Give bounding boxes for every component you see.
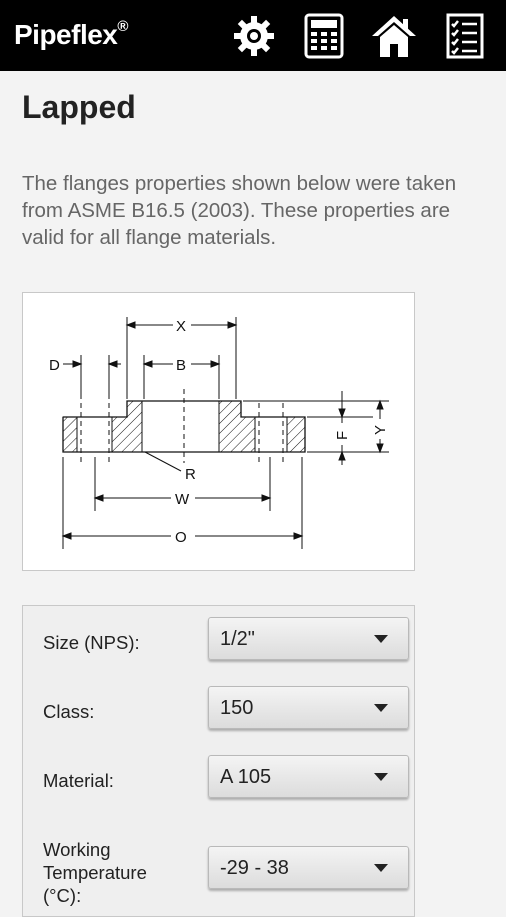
dim-label-x: X xyxy=(176,318,186,335)
size-value: 1/2" xyxy=(220,628,255,650)
temperature-label: Working Temperature (°C): xyxy=(43,838,147,907)
size-label: Size (NPS): xyxy=(43,632,140,653)
hatch-right-inner xyxy=(218,400,256,453)
flange-properties-form: Size (NPS): 1/2" Class: 150 Material: A … xyxy=(22,605,415,917)
chevron-down-icon xyxy=(374,864,388,872)
size-select[interactable]: 1/2" xyxy=(208,617,409,660)
gear-icon[interactable] xyxy=(230,12,278,60)
dim-label-o: O xyxy=(175,529,187,546)
temperature-label-line3: (°C): xyxy=(43,885,82,906)
flange-diagram: X B D R W O F Y xyxy=(22,292,415,571)
temperature-select[interactable]: -29 - 38 xyxy=(208,846,409,889)
material-label: Material: xyxy=(43,770,114,791)
dim-label-f: F xyxy=(334,431,351,440)
material-value: A 105 xyxy=(220,766,272,788)
home-icon[interactable] xyxy=(370,12,418,60)
app-brand: Pipeflex® xyxy=(14,17,128,51)
flange-drawing: X B D R W O F Y xyxy=(49,317,389,549)
class-select[interactable]: 150 xyxy=(208,686,409,729)
chevron-down-icon xyxy=(374,704,388,712)
material-select[interactable]: A 105 xyxy=(208,755,409,798)
hatch-right-outer xyxy=(286,416,306,453)
temperature-value: -29 - 38 xyxy=(220,857,289,879)
hatch-left-outer xyxy=(62,416,78,453)
intro-text: The flanges properties shown below were … xyxy=(22,172,457,249)
dim-label-r: R xyxy=(185,466,196,483)
dim-label-b: B xyxy=(176,357,186,374)
temperature-label-line1: Working xyxy=(43,839,111,860)
hatch-left-inner xyxy=(111,400,143,453)
dim-label-w: W xyxy=(175,491,190,508)
brand-registered-mark: ® xyxy=(117,17,128,35)
dim-label-y: Y xyxy=(372,425,389,435)
calculator-icon[interactable] xyxy=(300,12,348,60)
app-toolbar: Pipeflex® xyxy=(0,0,506,71)
page-title: Lapped xyxy=(22,89,136,125)
chevron-down-icon xyxy=(374,635,388,643)
temperature-label-line2: Temperature xyxy=(43,862,147,883)
class-value: 150 xyxy=(220,697,254,719)
content-area[interactable]: Lapped The flanges properties shown belo… xyxy=(0,71,506,917)
checklist-icon[interactable] xyxy=(441,12,489,60)
chevron-down-icon xyxy=(374,773,388,781)
dim-label-d: D xyxy=(49,357,60,374)
brand-name: Pipeflex xyxy=(14,19,118,50)
class-label: Class: xyxy=(43,701,95,722)
